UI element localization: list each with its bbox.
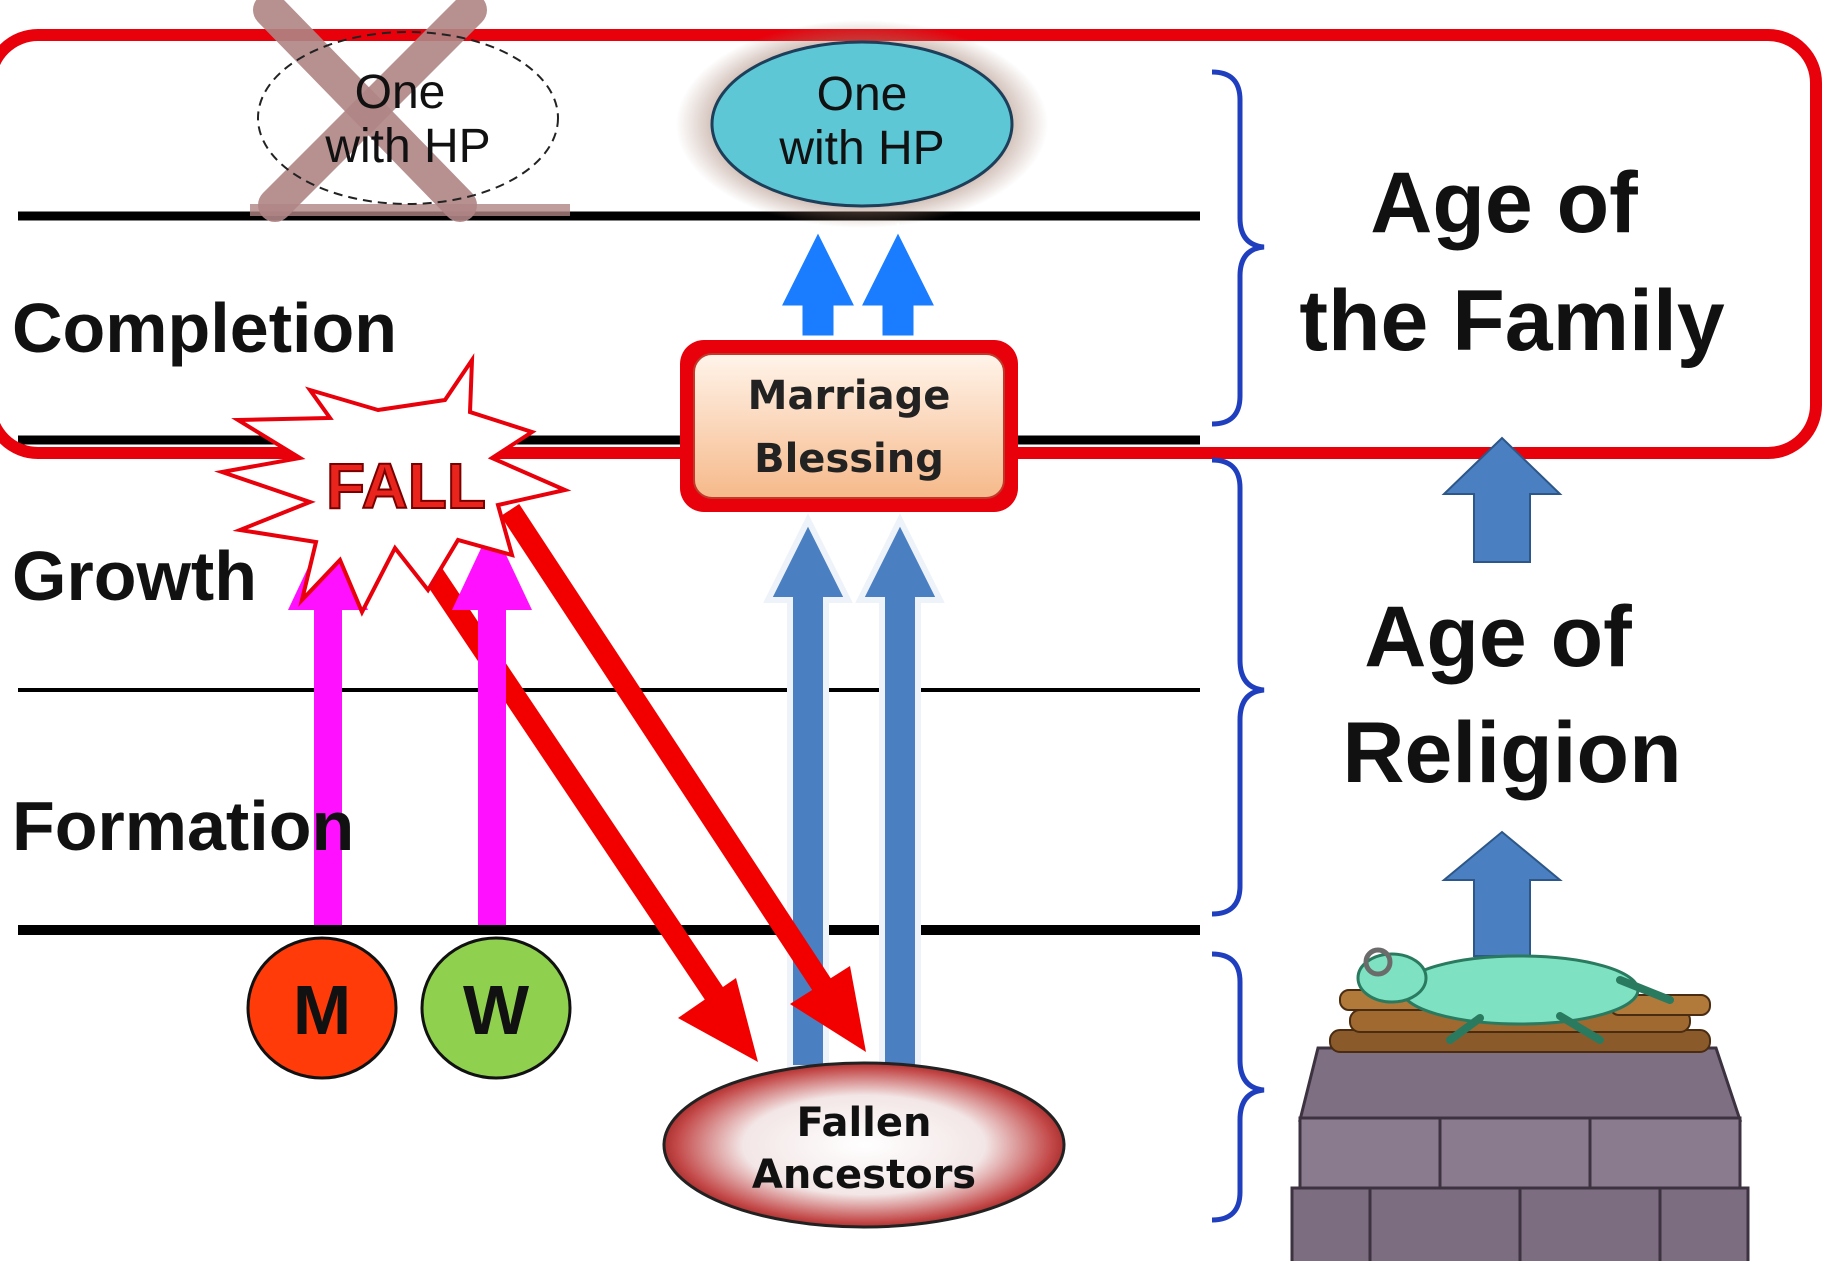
blessing-line2: Blessing (754, 436, 944, 482)
fall-label: FALL (326, 450, 486, 522)
blessing-box (693, 353, 1005, 499)
oneness-ellipse (710, 40, 1014, 208)
stage-completion: Completion (12, 289, 397, 367)
altar-stone-row1 (1298, 1116, 1742, 1192)
age-religion-line1: Age of (1364, 589, 1632, 685)
bright-blue-arrow-left (773, 222, 863, 341)
progress-arrow-upper (1441, 436, 1563, 563)
magenta-arrow-man (288, 525, 368, 925)
woman-circle (420, 936, 572, 1080)
magenta-arrow-woman (452, 525, 532, 925)
cross-stroke-2 (258, 0, 487, 222)
red-fall-arrow-right-head (790, 966, 866, 1052)
bright-blue-arrow-right (853, 222, 943, 341)
stage-growth: Growth (12, 537, 257, 615)
ancestors-to-blessing-arrows (763, 513, 945, 1071)
lamb-figure (1356, 947, 1674, 1044)
age-family-line1: Age of (1370, 155, 1638, 251)
oneness-line1: One (817, 68, 908, 121)
fallen-ancestors-ellipse (662, 1061, 1066, 1229)
age-family-line2: the Family (1299, 273, 1725, 369)
altar-stone-top (1298, 1046, 1743, 1122)
stage-formation: Formation (12, 787, 354, 865)
ancestors-line2: Ancestors (752, 1152, 976, 1198)
red-fall-arrow-left-shaft (400, 533, 725, 1002)
fall-starburst-icon (214, 353, 572, 617)
fall-arrows (400, 503, 866, 1062)
blue-arrow-right (855, 513, 945, 1071)
ideal-line2: with HP (324, 120, 490, 173)
man-circle (246, 936, 398, 1080)
blessing-to-oneness-arrows (773, 222, 943, 341)
age-religion-line2: Religion (1342, 705, 1681, 801)
growth-arrows (288, 525, 532, 925)
man-label: M (293, 971, 351, 1049)
woman-label: W (463, 971, 529, 1049)
red-fall-arrow-right-shaft (500, 503, 832, 992)
ideal-oneness-ellipse (257, 31, 559, 205)
crossed-out-ideal: One with HP (250, 0, 570, 222)
ideal-line1: One (355, 66, 446, 119)
blessing-line1: Marriage (748, 373, 951, 419)
progress-arrow-lower (1441, 830, 1563, 957)
fall-burst: FALL (214, 353, 572, 617)
red-fall-arrow-left-head (678, 978, 758, 1062)
bracket-family (1211, 69, 1265, 427)
ancestors-line1: Fallen (797, 1100, 932, 1146)
bracket-religion (1211, 457, 1265, 917)
oneness-line2: with HP (778, 122, 944, 175)
sacrifice-altar-icon (1290, 947, 1750, 1261)
bracket-sacrifice (1211, 951, 1265, 1223)
